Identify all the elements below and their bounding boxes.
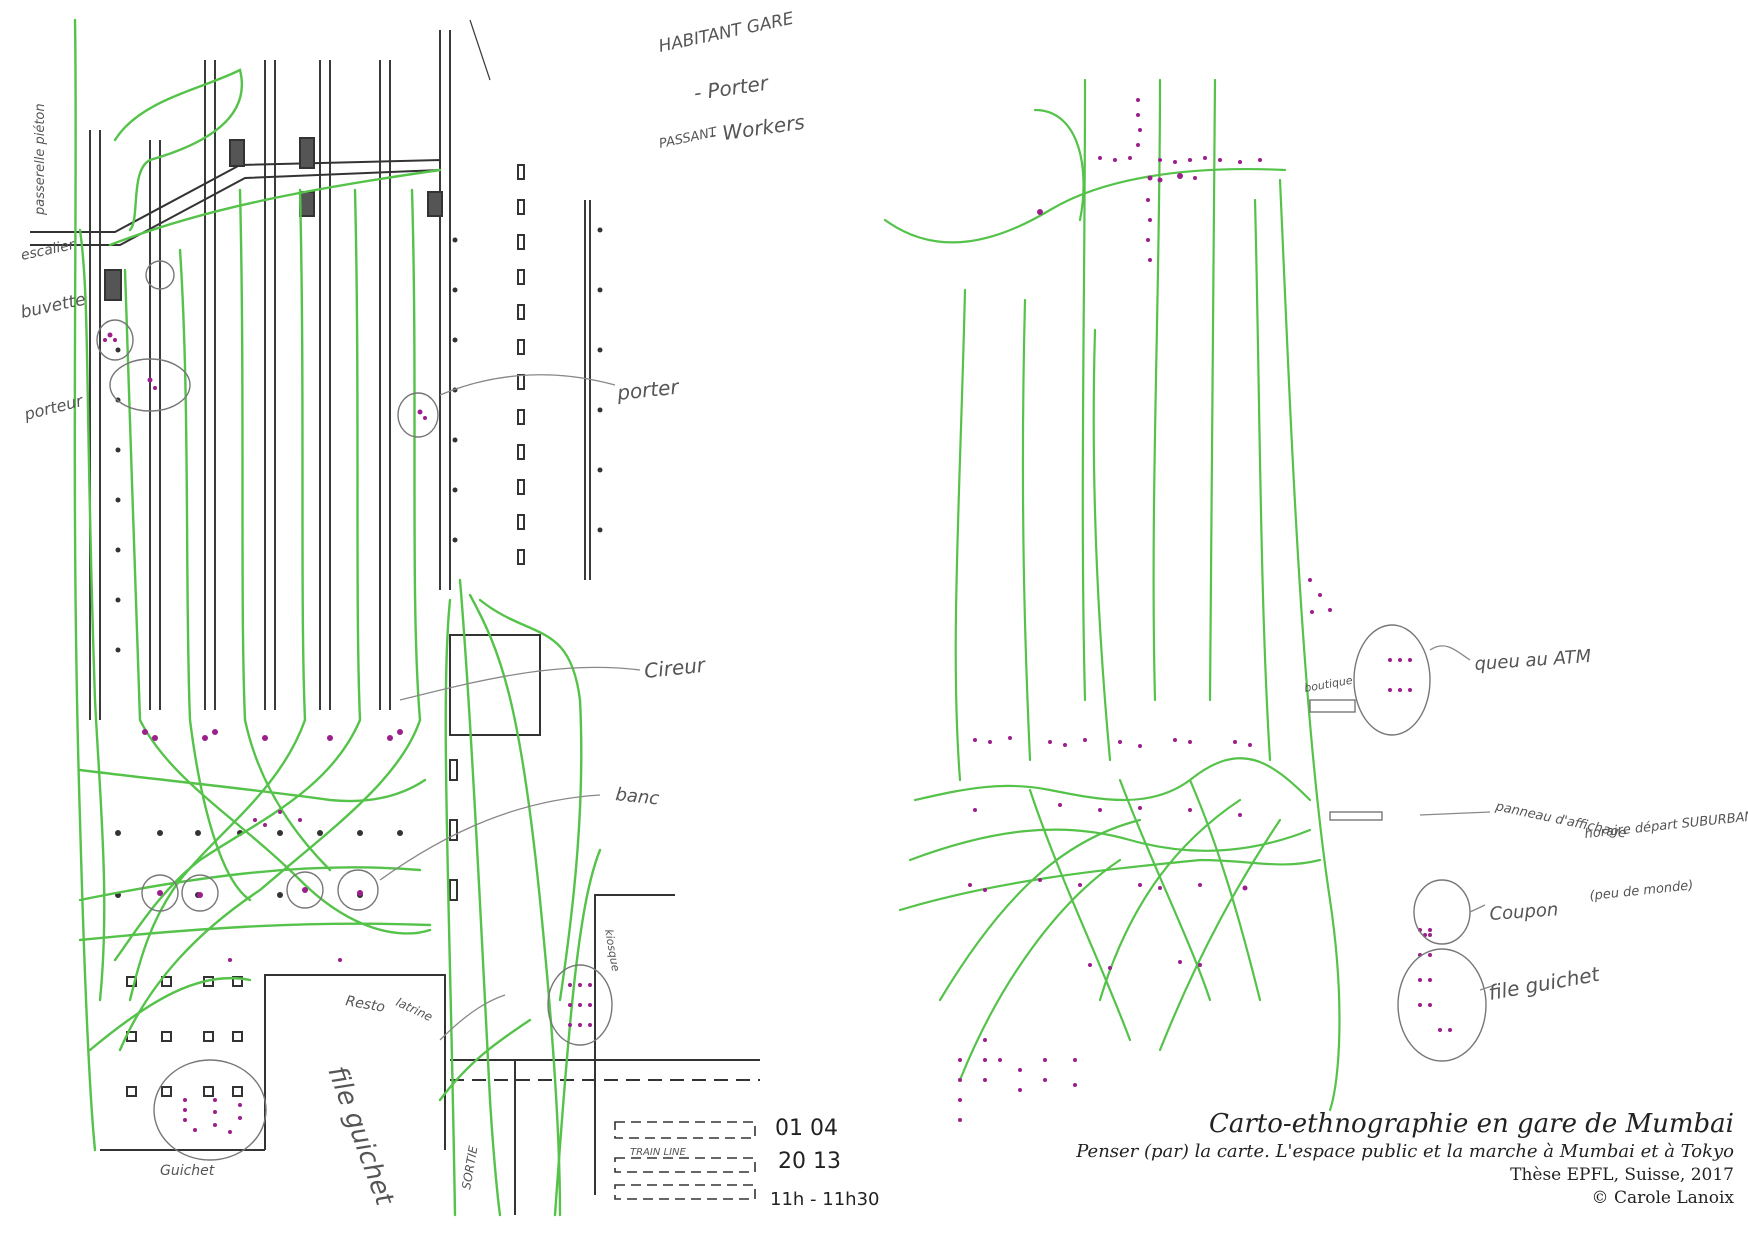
pedestrian-paths — [73, 18, 602, 1217]
legend-workers: - Workers — [707, 110, 806, 147]
label-resto: Resto — [344, 993, 386, 1016]
legend-porter: - Porter — [692, 71, 771, 105]
label-sortie: SORTIE — [459, 1144, 480, 1190]
right-sketch: queu au ATM boutique panneau d'affichage… — [883, 78, 1748, 1122]
label-horaire: horaire départ SUBURBAN — [1584, 809, 1748, 842]
legend-title: HABITANT GARE — [657, 9, 796, 57]
caption-thesis: Thèse EPFL, Suisse, 2017 — [1510, 1165, 1734, 1185]
concourse-pillars — [126, 759, 458, 1097]
leader-lines — [379, 374, 641, 1041]
right-column-posts — [517, 164, 525, 565]
concourse-dots — [115, 830, 403, 898]
people-marks — [103, 332, 592, 1134]
label-queue-atm: queu au ATM — [1474, 646, 1592, 675]
platform-lines — [89, 19, 591, 720]
buildings — [100, 634, 760, 1215]
sketch-time: 11h - 11h30 — [770, 1189, 879, 1210]
caption-title: Carto-ethnographie en gare de Mumbai — [1208, 1109, 1734, 1139]
label-file-guichet-right: file guichet — [1487, 962, 1602, 1005]
caption-copyright: © Carole Lanoix — [1591, 1188, 1734, 1208]
platform-columns — [115, 227, 603, 653]
label-guichet: Guichet — [160, 1163, 215, 1179]
right-leader-lines — [1419, 645, 1496, 991]
label-peu-demande: (peu de monde) — [1589, 878, 1694, 904]
caption-subtitle: Penser (par) la carte. L'espace public e… — [1076, 1141, 1734, 1162]
label-banc: banc — [614, 784, 660, 809]
label-passerelle: passerelle piéton — [33, 103, 48, 216]
sketch-year: 20 13 — [778, 1149, 841, 1174]
label-latrine: latrine — [394, 995, 435, 1024]
right-zones — [1309, 624, 1487, 1062]
sketch-date: 01 04 — [775, 1116, 838, 1141]
label-cireur: Cireur — [643, 653, 708, 683]
right-paths — [883, 78, 1341, 1112]
label-kiosque: kiosque — [602, 928, 622, 972]
label-file-guichet: file guichet — [321, 1062, 399, 1210]
caption-block: Carto-ethnographie en gare de Mumbai Pen… — [1076, 1108, 1734, 1210]
legend-boxes — [614, 1121, 756, 1200]
label-escalier: escalier — [20, 237, 78, 264]
left-sketch: HABITANT GARE - Porter PASSANT - Workers… — [19, 9, 879, 1217]
label-porter: porter — [615, 374, 681, 405]
zone-circles — [96, 260, 613, 1161]
label-coupon: Coupon — [1489, 899, 1559, 925]
label-porteur: porteur — [21, 391, 86, 424]
label-buvette: buvette — [19, 290, 88, 323]
label-train-line: TRAIN LINE — [630, 1147, 687, 1158]
label-boutique: boutique — [1303, 674, 1354, 695]
right-people — [958, 98, 1452, 1122]
right-labels: queu au ATM boutique panneau d'affichage… — [1303, 646, 1748, 1005]
